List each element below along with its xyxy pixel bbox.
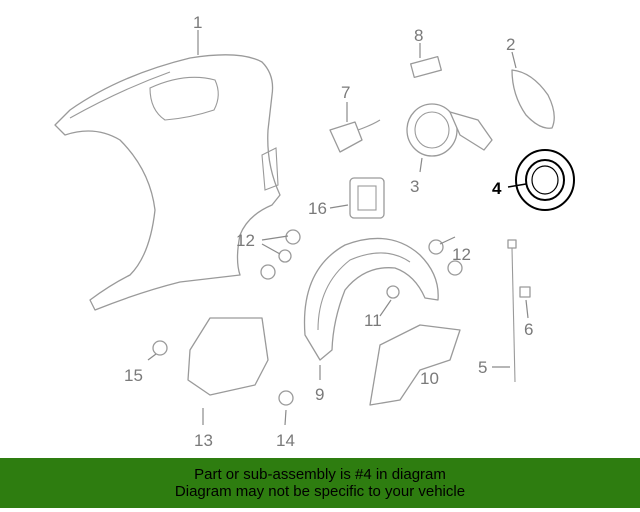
callout-12-left: 12 — [236, 231, 255, 250]
part-10-bracket — [369, 324, 461, 406]
callout-9: 9 — [315, 385, 324, 404]
part-3-filler-housing — [406, 103, 493, 157]
callout-13: 13 — [194, 431, 213, 450]
callout-15: 15 — [124, 366, 143, 385]
callout-7: 7 — [341, 83, 350, 102]
callout-5: 5 — [478, 358, 487, 377]
part-13-mud-flap — [187, 317, 269, 396]
part-4-gasket — [515, 149, 575, 211]
part-6-clip — [519, 286, 531, 298]
part-1-quarter-panel — [54, 54, 281, 311]
banner-line-1: Part or sub-assembly is #4 in diagram — [194, 466, 446, 483]
callout-4: 4 — [492, 179, 502, 198]
callout-11: 11 — [364, 311, 382, 330]
part-15-nut — [152, 340, 168, 356]
part-12-fasteners — [260, 229, 463, 280]
callout-10: 10 — [420, 369, 439, 388]
callout-2: 2 — [506, 35, 515, 54]
part-16-pocket — [349, 177, 385, 219]
callout-16: 16 — [308, 199, 327, 218]
parts-diagram: 1 2 3 4 5 6 7 8 9 10 11 12 12 13 14 15 1… — [54, 13, 575, 450]
part-8-pin — [410, 55, 442, 79]
part-7-actuator — [329, 119, 381, 153]
leader-lines — [147, 30, 529, 426]
callout-6: 6 — [524, 320, 533, 339]
callout-14: 14 — [276, 431, 295, 450]
banner-line-2: Diagram may not be specific to your vehi… — [174, 483, 466, 500]
info-banner: Part or sub-assembly is #4 in diagram Di… — [0, 458, 640, 508]
part-9-wheel-liner — [303, 237, 439, 361]
callout-3: 3 — [410, 177, 419, 196]
part-2-fuel-door — [511, 69, 555, 129]
part-5-support-rod — [507, 239, 517, 383]
part-11-fastener — [386, 285, 400, 299]
callout-12-right: 12 — [452, 245, 471, 264]
part-14-screw — [278, 390, 294, 406]
callout-8: 8 — [414, 26, 423, 45]
callout-1: 1 — [193, 13, 202, 32]
